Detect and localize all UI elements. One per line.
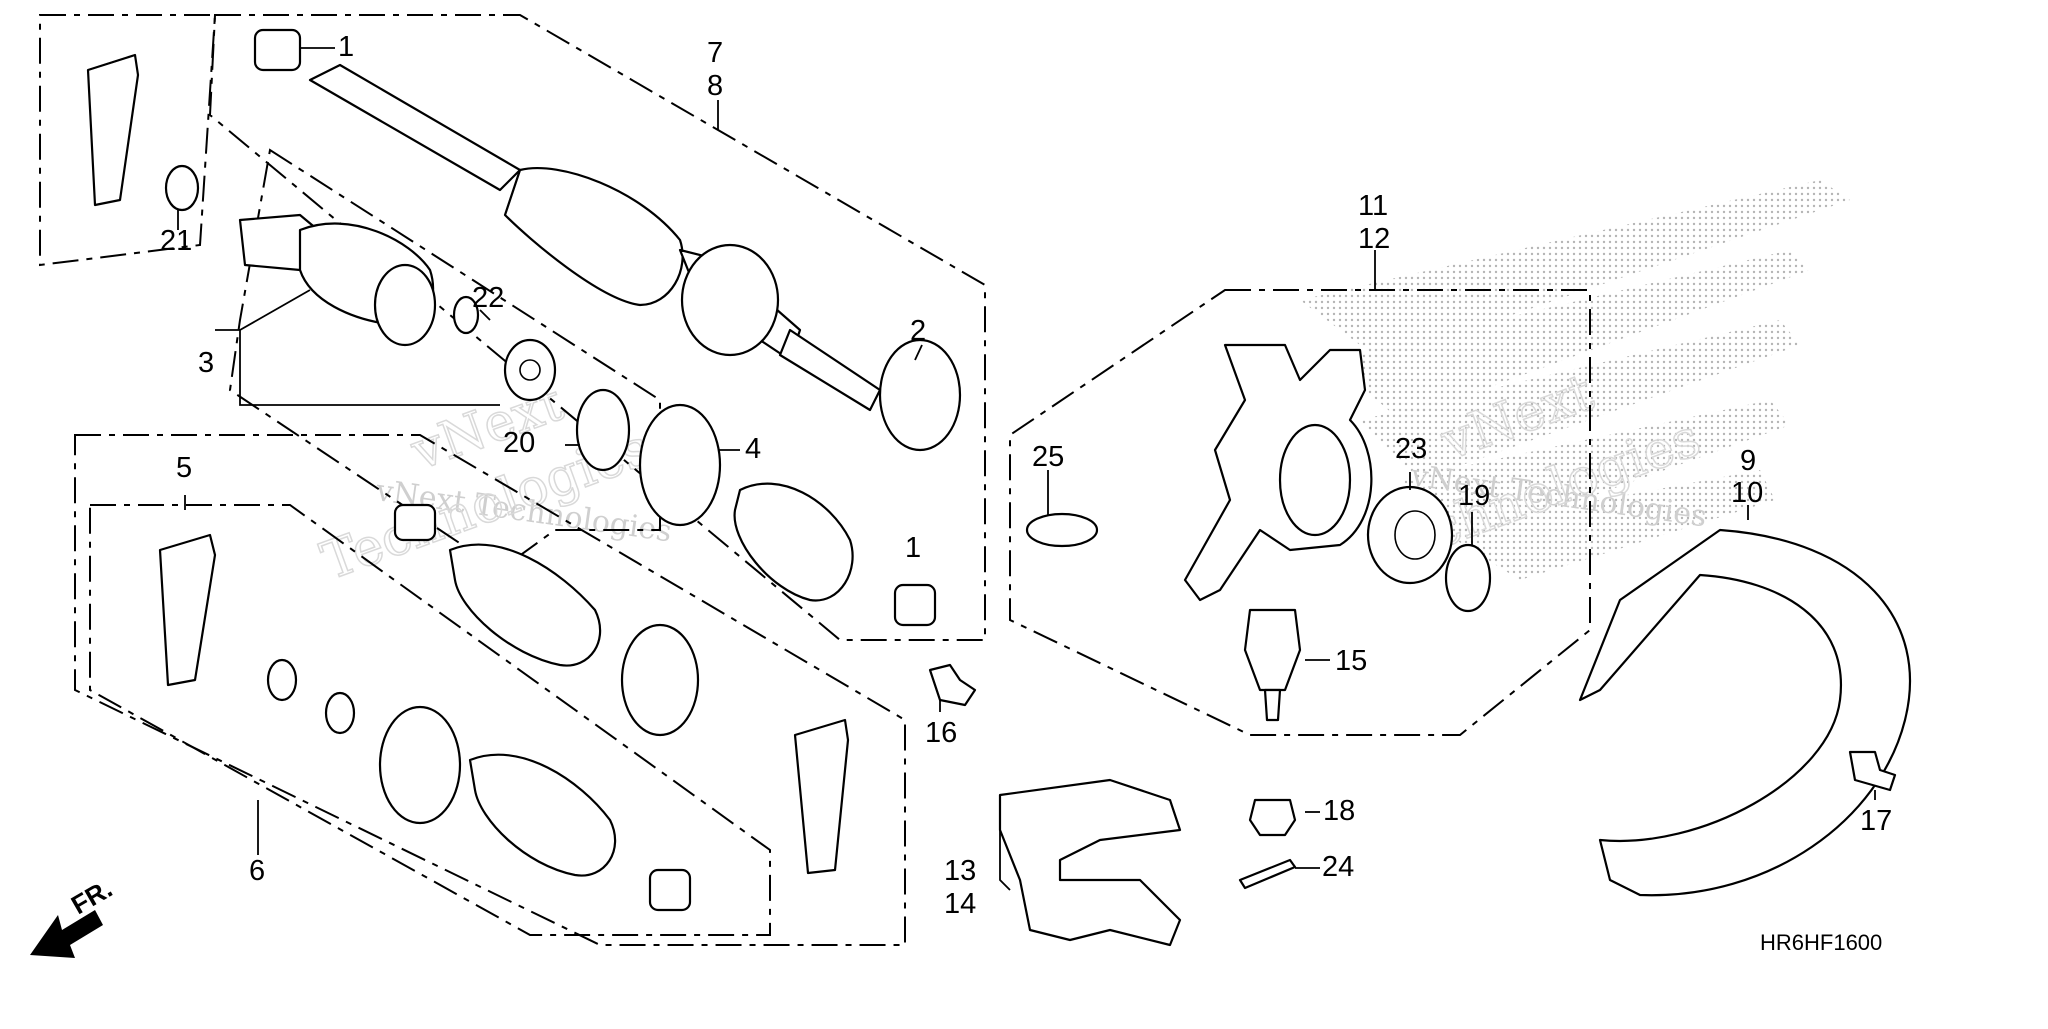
knuckle-icon — [1183, 343, 1373, 602]
callout-8: 8 — [707, 70, 723, 102]
cv-joint-icon — [238, 213, 557, 402]
ring-icon — [1025, 512, 1099, 548]
boot-band-icon — [253, 28, 962, 912]
callout-21: 21 — [160, 225, 192, 257]
bearing-icon — [1366, 485, 1492, 613]
knuckle-outline — [1009, 289, 1591, 736]
callout-22: 22 — [472, 282, 504, 314]
callout-11: 11 — [1358, 190, 1388, 222]
disc-shield-icon — [1578, 528, 1911, 897]
callout-20: 20 — [503, 427, 535, 459]
boot-icon — [448, 482, 854, 877]
callout-7: 7 — [707, 37, 723, 69]
callout-24: 24 — [1322, 851, 1354, 883]
callout-1: 1 — [338, 31, 354, 63]
callout-18: 18 — [1323, 795, 1355, 827]
nut-icon — [1248, 798, 1297, 837]
callout-19: 19 — [1458, 480, 1490, 512]
inner-boot-outline — [89, 504, 771, 936]
callout-2: 2 — [910, 315, 926, 347]
grease-kit-outline — [39, 14, 217, 267]
callout-25: 25 — [1032, 441, 1064, 473]
callout-10: 10 — [1731, 477, 1763, 509]
diagram-code: HR6HF1600 — [1760, 930, 1882, 955]
leader-lines — [177, 47, 1876, 891]
stipple-background — [1300, 180, 1850, 580]
callout-14: 14 — [944, 888, 976, 920]
front-direction-arrow-icon — [30, 910, 103, 958]
callout-17: 17 — [1860, 805, 1892, 837]
cotter-pin-icon — [1238, 858, 1297, 890]
callout-16: 16 — [925, 717, 957, 749]
callout-15: 15 — [1335, 645, 1367, 677]
grease-tube-icon — [86, 53, 850, 875]
callout-5: 5 — [176, 452, 192, 484]
boot-kit-outline — [74, 434, 906, 946]
callouts: 1 1 2 3 4 5 6 7 8 9 10 11 12 13 14 15 16… — [160, 31, 1892, 920]
bracket-icon — [998, 778, 1182, 947]
callout-6: 6 — [249, 855, 265, 887]
callout-12: 12 — [1358, 223, 1390, 255]
driveshaft-outline — [208, 14, 986, 641]
bolt-icon — [928, 663, 1897, 792]
callout-9: 9 — [1740, 445, 1756, 477]
axle-shaft-icon — [308, 63, 882, 412]
callout-13: 13 — [944, 855, 976, 887]
direction-label: FR. — [66, 873, 117, 920]
callout-23: 23 — [1395, 433, 1427, 465]
callout-3: 3 — [198, 347, 214, 379]
snap-ring-icon — [164, 164, 631, 735]
callout-1: 1 — [905, 532, 921, 564]
callout-4: 4 — [745, 433, 761, 465]
ball-joint-icon — [1243, 608, 1302, 722]
